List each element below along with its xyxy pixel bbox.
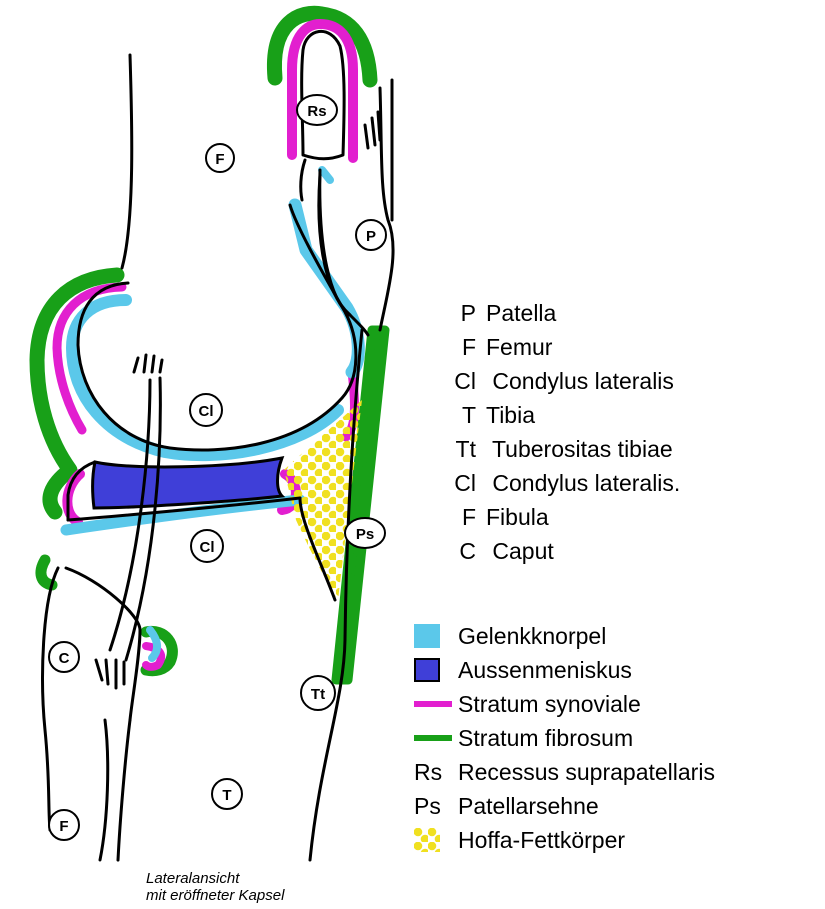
abbreviation-name: Fibula	[486, 500, 549, 534]
legend-item-cartilage: Gelenkknorpel	[414, 619, 715, 653]
meniscus-swatch	[414, 658, 440, 682]
legend-code: Rs	[414, 755, 458, 789]
abbreviation-row: F Fibula	[408, 500, 680, 534]
legend-label: Hoffa-Fettkörper	[458, 823, 625, 857]
label-t: T	[212, 779, 242, 809]
abbreviation-code: P	[408, 296, 486, 330]
svg-text:Cl: Cl	[200, 539, 215, 556]
cartilage-swatch	[414, 624, 440, 648]
legend-label: Stratum synoviale	[458, 687, 641, 721]
abbreviation-code: Cl	[408, 364, 486, 398]
abbreviation-name: Tibia	[486, 398, 535, 432]
legend-item-fibrous: Stratum fibrosum	[414, 721, 715, 755]
legend-label: Recessus suprapatellaris	[458, 755, 715, 789]
caption: Lateralansicht mit eröffneter Kapsel	[146, 870, 284, 904]
svg-text:Rs: Rs	[307, 103, 326, 120]
legend-item-fat: Hoffa-Fettkörper	[414, 823, 715, 857]
abbreviation-name: Patella	[486, 296, 556, 330]
abbreviation-row: Tt Tuberositas tibiae	[408, 432, 680, 466]
abbreviation-row: Cl Condylus lateralis	[408, 364, 680, 398]
abbreviation-row: T Tibia	[408, 398, 680, 432]
svg-text:Tt: Tt	[311, 686, 325, 703]
abbreviation-code: C	[408, 534, 486, 568]
fibrous-line-swatch	[414, 735, 452, 741]
abbreviation-list: P Patella F Femur Cl Condylus lateralis …	[408, 296, 680, 568]
abbreviation-name: Tuberositas tibiae	[486, 432, 673, 466]
abbreviation-row: C Caput	[408, 534, 680, 568]
label-f-femur: F	[206, 144, 234, 172]
label-rs: Rs	[297, 95, 337, 125]
label-ps: Ps	[345, 518, 385, 548]
legend-item-ps: Ps Patellarsehne	[414, 789, 715, 823]
legend: Gelenkknorpel Aussenmeniskus Stratum syn…	[414, 619, 715, 857]
legend-label: Aussenmeniskus	[458, 653, 632, 687]
abbreviation-row: F Femur	[408, 330, 680, 364]
legend-label: Stratum fibrosum	[458, 721, 633, 755]
abbreviation-code: F	[408, 500, 486, 534]
svg-text:P: P	[366, 228, 376, 245]
abbreviation-code: F	[408, 330, 486, 364]
abbreviation-name: Condylus lateralis.	[486, 466, 680, 500]
svg-text:F: F	[59, 818, 68, 835]
legend-code: Ps	[414, 789, 458, 823]
svg-text:F: F	[215, 151, 224, 168]
abbreviation-code: T	[408, 398, 486, 432]
label-cl-lower: Cl	[191, 530, 223, 562]
label-tt: Tt	[301, 676, 335, 710]
abbreviation-name: Condylus lateralis	[486, 364, 674, 398]
svg-text:T: T	[222, 787, 231, 804]
legend-item-meniscus: Aussenmeniskus	[414, 653, 715, 687]
label-c: C	[49, 642, 79, 672]
legend-label: Gelenkknorpel	[458, 619, 606, 653]
svg-text:C: C	[59, 650, 70, 667]
caption-line-2: mit eröffneter Kapsel	[146, 887, 284, 904]
legend-item-rs: Rs Recessus suprapatellaris	[414, 755, 715, 789]
svg-text:Cl: Cl	[199, 403, 214, 420]
legend-item-synovial: Stratum synoviale	[414, 687, 715, 721]
abbreviation-code: Tt	[408, 432, 486, 466]
label-f-fibula: F	[49, 810, 79, 840]
synovial-line-swatch	[414, 701, 452, 707]
legend-label: Patellarsehne	[458, 789, 599, 823]
caption-line-1: Lateralansicht	[146, 870, 284, 887]
label-p: P	[356, 220, 386, 250]
svg-text:Ps: Ps	[356, 526, 374, 543]
abbreviation-name: Caput	[486, 534, 554, 568]
abbreviation-name: Femur	[486, 330, 552, 364]
abbreviation-row: Cl Condylus lateralis.	[408, 466, 680, 500]
abbreviation-row: P Patella	[408, 296, 680, 330]
label-cl-upper: Cl	[190, 394, 222, 426]
abbreviation-code: Cl	[408, 466, 486, 500]
fat-pattern-swatch	[414, 828, 440, 852]
